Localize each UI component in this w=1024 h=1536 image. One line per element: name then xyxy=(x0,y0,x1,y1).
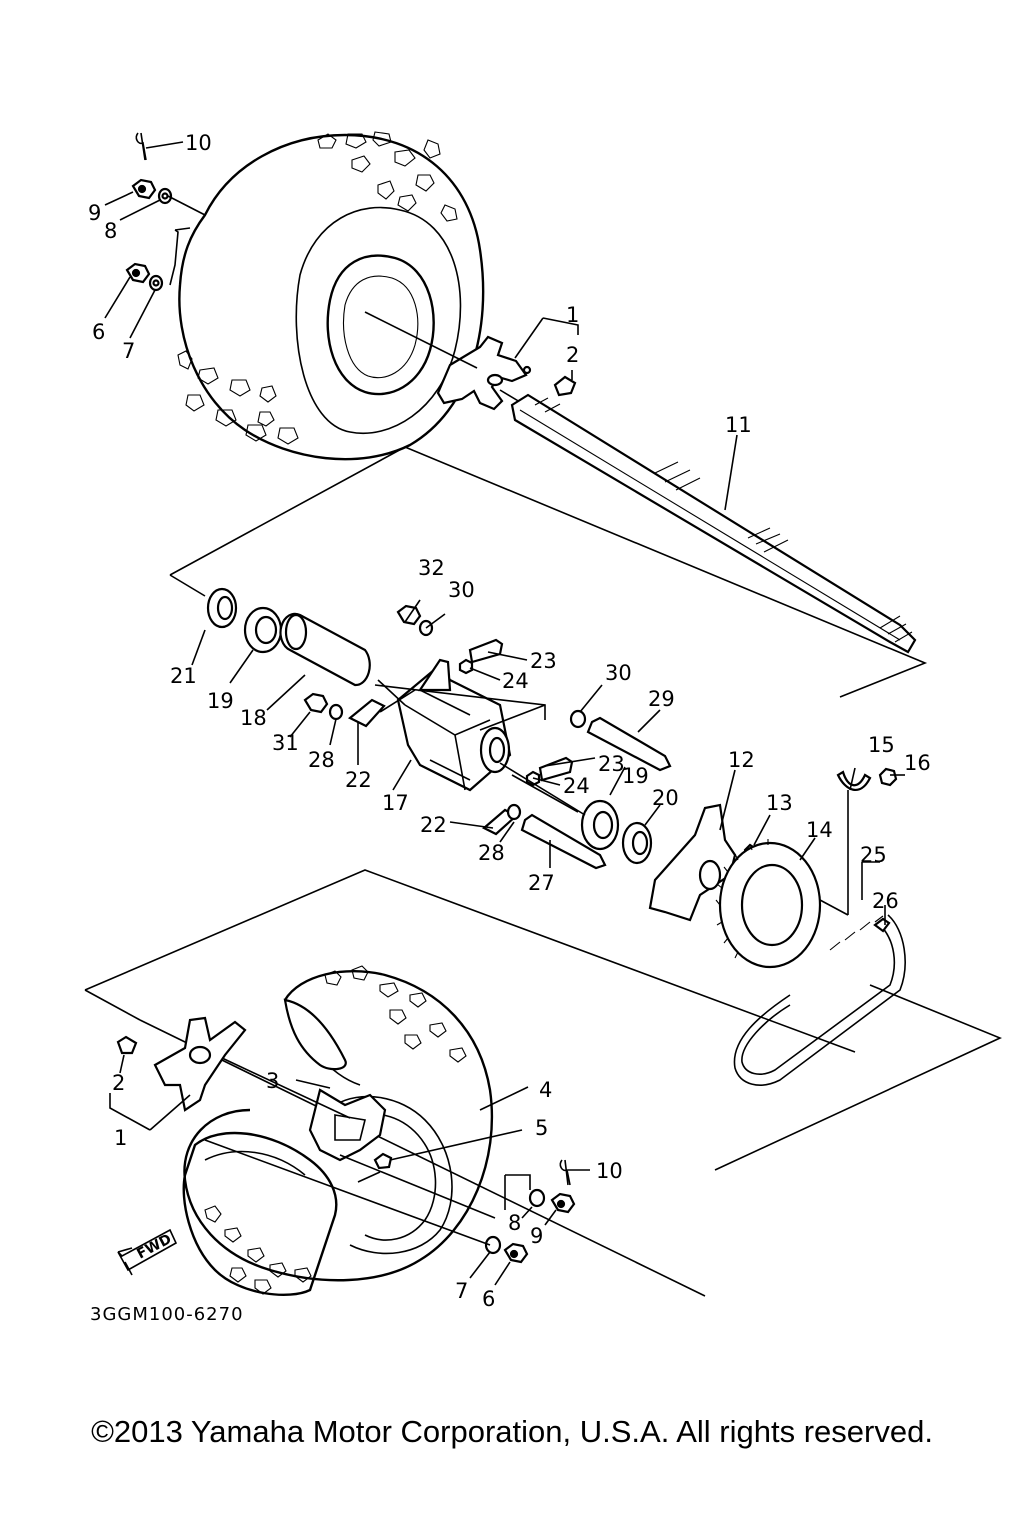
callout-27: 27 xyxy=(528,871,555,895)
drawing-code: 3GGM100-6270 xyxy=(90,1304,244,1325)
callout-29: 29 xyxy=(648,687,675,711)
callout-6-top: 6 xyxy=(92,320,105,344)
callout-11: 11 xyxy=(725,413,752,437)
callout-22-top: 22 xyxy=(345,768,372,792)
fwd-arrow-icon xyxy=(117,1228,178,1276)
callout-28-left: 28 xyxy=(308,748,335,772)
callout-20: 20 xyxy=(652,786,679,810)
callout-10-bottom: 10 xyxy=(596,1159,623,1183)
callout-30-mid: 30 xyxy=(605,661,632,685)
top-nuts xyxy=(125,178,173,292)
callout-31: 31 xyxy=(272,731,299,755)
copyright-notice: ©2013 Yamaha Motor Corporation, U.S.A. A… xyxy=(91,1414,933,1449)
callout-16: 16 xyxy=(904,751,931,775)
callout-23-mid: 23 xyxy=(598,752,625,776)
callout-26: 26 xyxy=(872,889,899,913)
callout-19-right: 19 xyxy=(622,764,649,788)
callout-4: 4 xyxy=(539,1078,552,1102)
fwd-label: FWD xyxy=(134,1231,174,1262)
callout-3: 3 xyxy=(266,1069,279,1093)
callout-5: 5 xyxy=(535,1116,548,1140)
middle-assembly xyxy=(191,587,906,1086)
callout-18: 18 xyxy=(240,706,267,730)
callout-19-left: 19 xyxy=(207,689,234,713)
callout-13: 13 xyxy=(766,791,793,815)
callout-1-bottom: 1 xyxy=(114,1126,127,1150)
bottom-wheel-assembly xyxy=(109,965,590,1296)
callout-8-top: 8 xyxy=(104,219,117,243)
callout-25: 25 xyxy=(860,843,887,867)
callout-2-top: 2 xyxy=(566,343,579,367)
callout-labels: 10 9 8 6 7 1 2 11 32 30 21 19 18 23 24 3… xyxy=(88,131,931,1325)
callout-10-top: 10 xyxy=(185,131,212,155)
callout-32: 32 xyxy=(418,556,445,580)
callout-24-top: 24 xyxy=(502,669,529,693)
callout-9-bottom: 9 xyxy=(530,1224,543,1248)
callout-15: 15 xyxy=(868,733,895,757)
callout-17: 17 xyxy=(382,791,409,815)
top-wheel-assembly xyxy=(125,131,577,461)
assembly-plane-lines xyxy=(84,446,1003,1297)
callout-12: 12 xyxy=(728,748,755,772)
callout-30-top: 30 xyxy=(448,578,475,602)
callout-1-top: 1 xyxy=(566,303,579,327)
callout-22-bottom: 22 xyxy=(420,813,447,837)
callout-21: 21 xyxy=(170,664,197,688)
callout-7-bottom: 7 xyxy=(455,1279,468,1303)
callout-28-right: 28 xyxy=(478,841,505,865)
callout-14: 14 xyxy=(806,818,833,842)
callout-9-top: 9 xyxy=(88,201,101,225)
callout-24-mid: 24 xyxy=(563,774,590,798)
callout-6-bottom: 6 xyxy=(482,1287,495,1311)
top-leader-lines xyxy=(104,141,738,511)
rear-axle xyxy=(510,393,917,654)
callout-8-bottom: 8 xyxy=(508,1211,521,1235)
callout-2-bottom: 2 xyxy=(112,1071,125,1095)
callout-7-top: 7 xyxy=(122,339,135,363)
callout-23-top: 23 xyxy=(530,649,557,673)
